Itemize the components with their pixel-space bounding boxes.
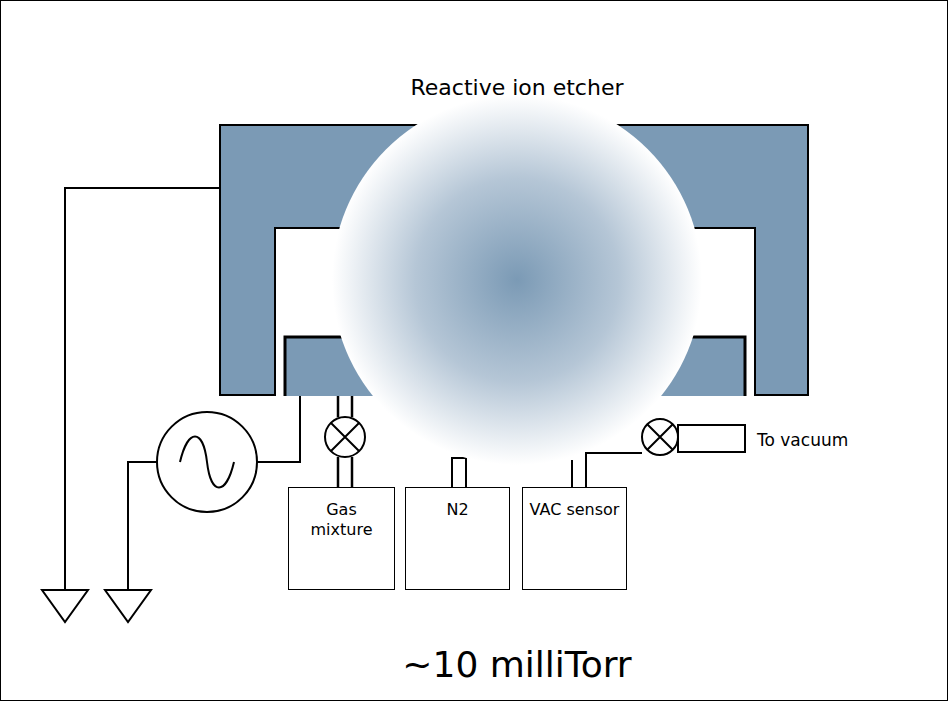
gas-valve (325, 417, 365, 457)
supply-box: N2 (405, 487, 510, 590)
n2-pipe (452, 458, 466, 487)
sensor-pipe (572, 453, 642, 487)
diagram-title: Reactive ion etcher (411, 75, 624, 100)
box-label: N2 (446, 500, 468, 520)
source-wire (128, 462, 157, 590)
electrode-wire (257, 396, 300, 462)
vacuum-valve (642, 419, 678, 455)
vacuum-pipe (678, 425, 745, 452)
box-label: Gas mixture (293, 500, 390, 540)
supply-box: Gas mixture (288, 487, 395, 590)
valve-cross (331, 423, 359, 451)
pressure-caption: ~10 milliTorr (402, 644, 631, 685)
plasma-glow (332, 95, 702, 465)
box-label: VAC sensor (530, 500, 620, 520)
sine-symbol (180, 437, 234, 488)
ground-symbol (42, 590, 88, 622)
ground-wire (65, 188, 220, 590)
part-label: To vacuum (757, 430, 848, 450)
rf-source (157, 412, 257, 512)
valve-cross (647, 424, 673, 450)
supply-box: VAC sensor (522, 487, 627, 590)
ground-symbol (105, 590, 151, 622)
